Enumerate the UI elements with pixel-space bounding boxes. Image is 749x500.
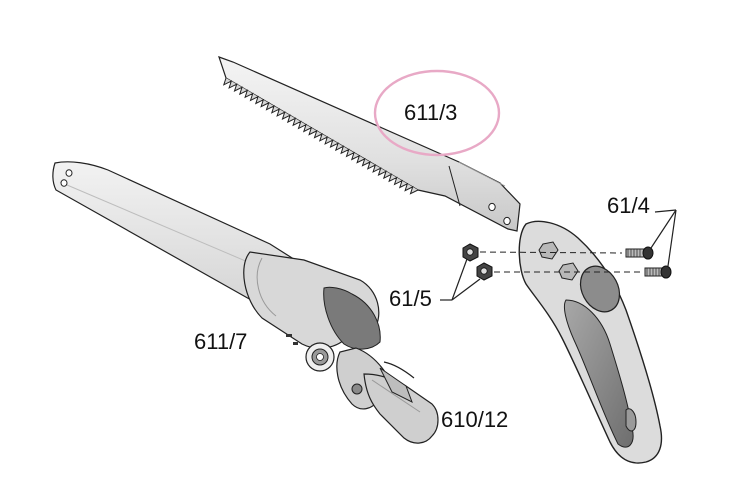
nut-part-number: 61/5	[389, 286, 432, 311]
highlight-circle	[373, 69, 501, 157]
strap	[363, 361, 439, 444]
screw-upper	[625, 246, 654, 260]
saw-handle	[518, 220, 663, 464]
nut-upper	[462, 243, 479, 262]
assembly-dash-lines	[479, 251, 642, 273]
blade-hole	[488, 202, 496, 212]
screw-part-number: 61/4	[607, 193, 650, 218]
sheath-part-number: 611/7	[194, 329, 248, 354]
sheath-hole	[60, 179, 68, 187]
nut-lower	[476, 262, 493, 281]
blade-hole	[503, 216, 511, 226]
sheath-hole	[65, 169, 73, 177]
sheath	[52, 161, 381, 350]
saw-blade	[218, 56, 521, 232]
screw-lower	[644, 265, 672, 279]
leader-lines	[440, 209, 677, 301]
blade-part-number: 611/3	[404, 100, 458, 125]
strap-part-number: 610/12	[441, 407, 509, 432]
